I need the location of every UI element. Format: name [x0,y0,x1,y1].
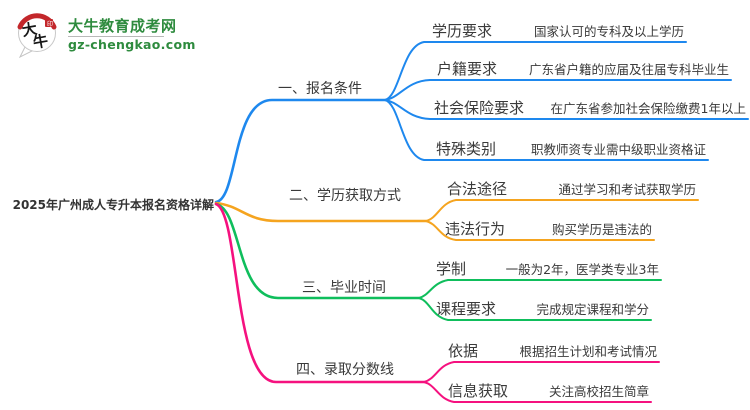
logo-bubble-icon: 大 牛 印 [17,13,57,58]
leaf-value: 一般为2年，医学类专业3年 [505,262,659,277]
leaf-value: 国家认可的专科及以上学历 [533,24,684,39]
branch1-label: 一、报名条件 [278,81,362,97]
leaf-row: 合法途径 通过学习和考试获取学历 [447,178,696,199]
leaf-label: 学历要求 [432,22,493,40]
branch3-label: 三、毕业时间 [302,280,386,296]
branch4-label: 四、录取分数线 [296,362,394,378]
logo-bubble-char-1: 大 [21,20,39,40]
leaf-value: 购买学历是违法的 [551,222,652,237]
leaf-label: 学制 [436,260,467,278]
leaf-row: 课程要求 完成规定课程和学分 [436,298,649,319]
leaf-value: 完成规定课程和学分 [536,302,649,317]
branch3-item1-line [418,279,662,299]
leaf-label: 户籍要求 [437,60,498,78]
leaf-label: 特殊类别 [436,140,497,158]
leaf-row: 依据 根据招生计划和考试情况 [448,340,657,361]
leaf-label: 合法途径 [447,180,508,198]
leaf-label: 依据 [448,342,479,360]
leaf-row: 特殊类别 职教师资专业需中级职业资格证 [436,138,706,159]
leaf-label: 课程要求 [436,300,497,318]
leaf-row: 社会保险要求 在广东省参加社会保险缴费1年以上 [434,97,746,118]
leaf-label: 社会保险要求 [434,99,525,117]
leaf-row: 信息获取 关注高校招生简章 [448,380,649,401]
leaf-row: 违法行为 购买学历是违法的 [445,218,652,239]
leaf-value: 关注高校招生简章 [548,384,649,399]
leaf-value: 根据招生计划和考试情况 [519,344,657,359]
leaf-label: 违法行为 [445,220,506,238]
leaf-row: 户籍要求 广东省户籍的应届及往届专科毕业生 [437,58,729,79]
leaf-value: 在广东省参加社会保险缴费1年以上 [550,101,746,116]
leaf-value: 广东省户籍的应届及往届专科毕业生 [528,62,729,77]
leaf-row: 学制 一般为2年，医学类专业3年 [436,258,659,279]
svg-text:印: 印 [47,21,53,28]
leaf-row: 学历要求 国家认可的专科及以上学历 [432,20,684,41]
leaf-value: 通过学习和考试获取学历 [558,182,696,197]
site-logo[interactable]: 大 牛 印 大牛教育成考网 gz-chengkao.com [14,10,196,58]
logo-bubble-char-2: 牛 [32,32,50,52]
branch4-item1-line [423,361,660,383]
leaf-label: 信息获取 [448,382,509,400]
logo-separator [68,35,164,37]
branch2-label: 二、学历获取方式 [289,188,401,204]
mindmap-root-title: 2025年广州成人专升本报名资格详解 [12,198,214,212]
leaf-value: 职教师资专业需中级职业资格证 [530,142,706,157]
logo-url[interactable]: gz-chengkao.com [68,36,196,52]
logo-title: 大牛教育成考网 [68,16,177,35]
branch2-trunk-line [214,201,428,223]
